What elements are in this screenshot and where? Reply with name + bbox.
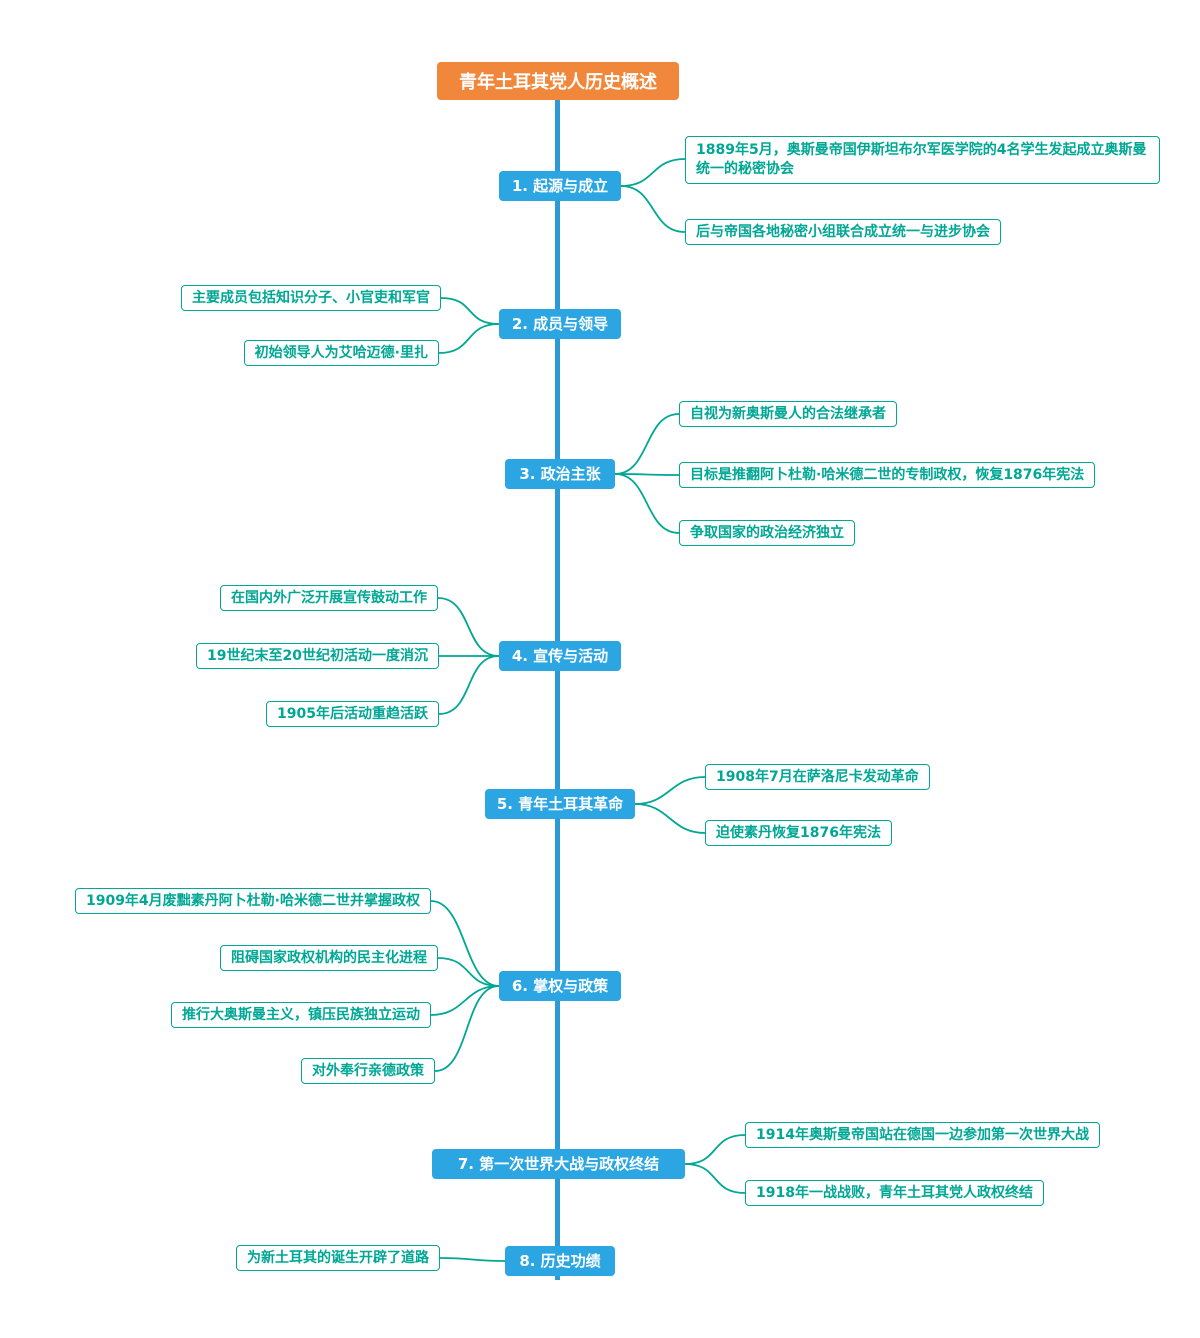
leaf-node-5-1[interactable]: 1908年7月在萨洛尼卡发动革命 [705,764,930,790]
leaf-node-4-3[interactable]: 1905年后活动重趋活跃 [266,701,439,727]
leaf-node-1-2[interactable]: 后与帝国各地秘密小组联合成立统一与进步协会 [685,219,1001,245]
leaf-node-1-1[interactable]: 1889年5月，奥斯曼帝国伊斯坦布尔军医学院的4名学生发起成立奥斯曼统一的秘密协… [685,136,1160,184]
topic-node-6[interactable]: 6. 掌权与政策 [499,971,621,1001]
leaf-node-2-1[interactable]: 主要成员包括知识分子、小官吏和军官 [181,285,441,311]
leaf-node-7-1[interactable]: 1914年奥斯曼帝国站在德国一边参加第一次世界大战 [745,1122,1100,1148]
leaf-node-6-2[interactable]: 阻碍国家政权机构的民主化进程 [220,945,438,971]
leaf-node-8-1[interactable]: 为新土耳其的诞生开辟了道路 [236,1245,440,1271]
topic-node-2[interactable]: 2. 成员与领导 [499,309,621,339]
topic-node-7[interactable]: 7. 第一次世界大战与政权终结 [432,1149,685,1179]
leaf-node-4-2[interactable]: 19世纪末至20世纪初活动一度消沉 [196,643,439,669]
leaf-node-6-4[interactable]: 对外奉行亲德政策 [301,1058,435,1084]
leaf-node-3-2[interactable]: 目标是推翻阿卜杜勒·哈米德二世的专制政权，恢复1876年宪法 [679,462,1096,488]
leaf-node-4-1[interactable]: 在国内外广泛开展宣传鼓动工作 [220,585,438,611]
leaf-node-5-2[interactable]: 迫使素丹恢复1876年宪法 [705,820,892,846]
topic-node-3[interactable]: 3. 政治主张 [505,459,615,489]
leaf-node-7-2[interactable]: 1918年一战战败，青年土耳其党人政权终结 [745,1180,1044,1206]
leaf-node-2-2[interactable]: 初始领导人为艾哈迈德·里扎 [243,340,439,366]
topic-node-5[interactable]: 5. 青年土耳其革命 [485,789,635,819]
leaf-node-3-3[interactable]: 争取国家的政治经济独立 [679,520,855,546]
topic-node-8[interactable]: 8. 历史功绩 [505,1246,615,1276]
mindmap-root-title[interactable]: 青年土耳其党人历史概述 [437,62,679,100]
leaf-node-3-1[interactable]: 自视为新奥斯曼人的合法继承者 [679,401,897,427]
leaf-node-6-1[interactable]: 1909年4月废黜素丹阿卜杜勒·哈米德二世并掌握政权 [74,888,431,914]
topic-node-4[interactable]: 4. 宣传与活动 [499,641,621,671]
topic-node-1[interactable]: 1. 起源与成立 [499,171,621,201]
leaf-node-6-3[interactable]: 推行大奥斯曼主义，镇压民族独立运动 [171,1002,431,1028]
